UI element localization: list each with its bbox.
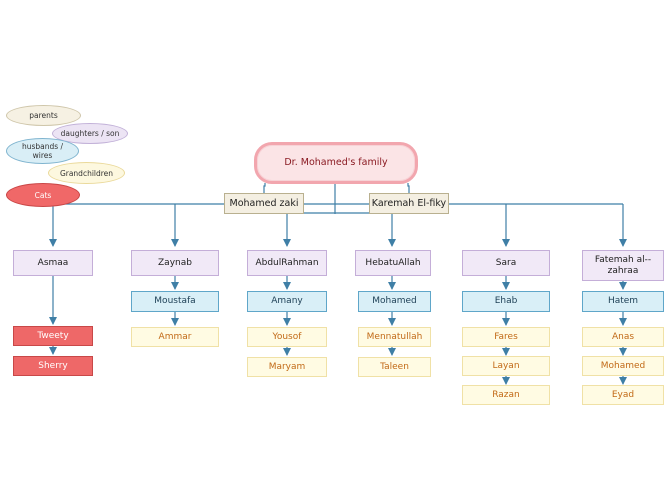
cat-node-tweety: Tweety xyxy=(13,326,93,346)
child-node-abdulrahman: AbdulRahman xyxy=(247,250,327,276)
spouse-node-moustafa: Moustafa xyxy=(131,291,219,312)
spouse-node-amany: Amany xyxy=(247,291,327,312)
child-node-sara: Sara xyxy=(462,250,550,276)
grandchild-node-fares: Fares xyxy=(462,327,550,347)
legend-grandchildren: Grandchildren xyxy=(48,162,125,184)
legend-children: daughters / son xyxy=(52,123,128,144)
grandchild-node-mohamed: Mohamed xyxy=(582,356,664,376)
spouse-node-mohamed: Mohamed xyxy=(358,291,431,312)
child-node-asmaa: Asmaa xyxy=(13,250,93,276)
root-node: Dr. Mohamed's family xyxy=(254,142,418,184)
child-node-fatemah: Fatemah al--zahraa xyxy=(582,250,664,281)
grandchild-node-taleen: Taleen xyxy=(358,357,431,377)
grandchild-node-yousof: Yousof xyxy=(247,327,327,347)
child-node-zaynab: Zaynab xyxy=(131,250,219,276)
cat-node-sherry: Sherry xyxy=(13,356,93,376)
legend-parents: parents xyxy=(6,105,81,126)
spouse-node-ehab: Ehab xyxy=(462,291,550,312)
grandchild-node-razan: Razan xyxy=(462,385,550,405)
grandchild-node-maryam: Maryam xyxy=(247,357,327,377)
grandchild-node-layan: Layan xyxy=(462,356,550,376)
grandchild-node-ammar: Ammar xyxy=(131,327,219,347)
legend-husbands: husbands / wires xyxy=(6,138,79,164)
grandchild-node-eyad: Eyad xyxy=(582,385,664,405)
spouse-node-hatem: Hatem xyxy=(582,291,664,312)
child-node-hebatuallah: HebatuAllah xyxy=(355,250,431,276)
parent-node-mother: Karemah El-fiky xyxy=(369,193,449,214)
grandchild-node-mennatullah: Mennatullah xyxy=(358,327,431,347)
legend-cats: Cats xyxy=(6,183,80,207)
grandchild-node-anas: Anas xyxy=(582,327,664,347)
parent-node-father: Mohamed zaki xyxy=(224,193,304,214)
